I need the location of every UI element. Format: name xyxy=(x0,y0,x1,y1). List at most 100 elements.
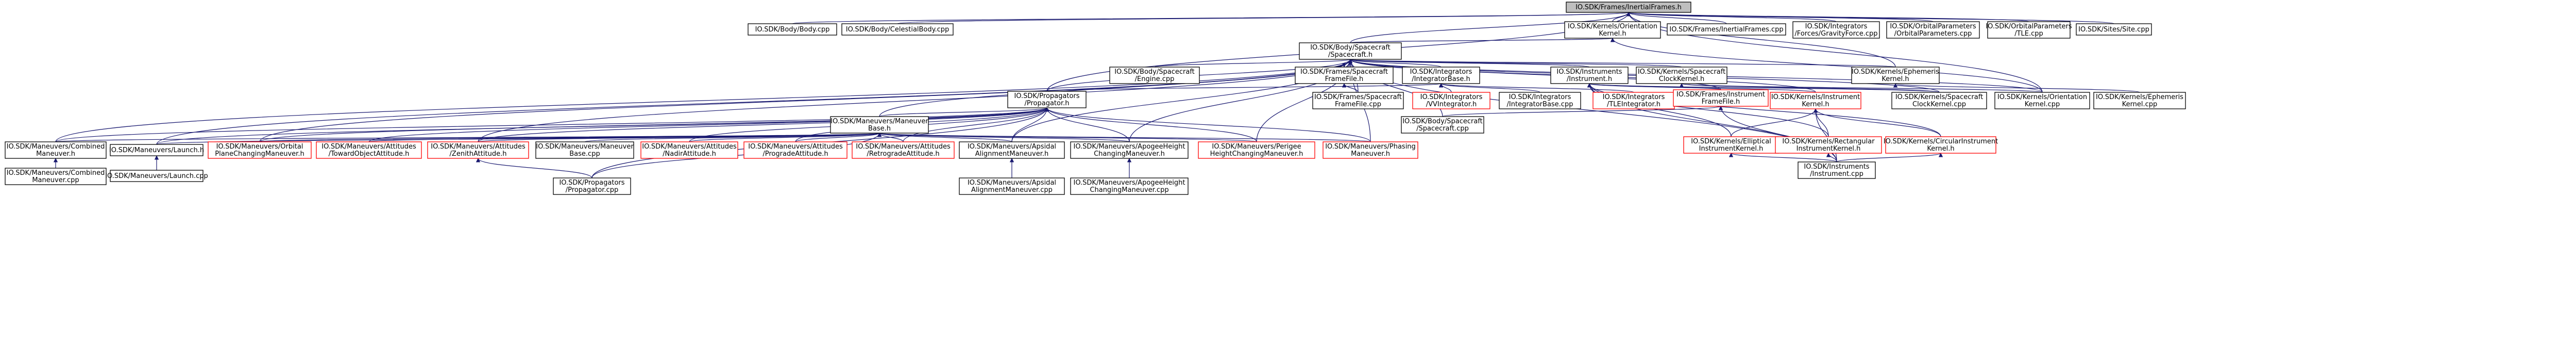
node-label-line: ClockKernel.cpp xyxy=(1912,101,1966,108)
graph-node-sitecpp[interactable]: IO.SDK/Sites/Site.cpp xyxy=(2076,23,2152,36)
graph-node-vvint[interactable]: IO.SDK/Integrators/VVIntegrator.h xyxy=(1412,92,1490,109)
node-label-line: FrameFile.h xyxy=(1702,98,1740,106)
edge-instframe-sccpp xyxy=(1442,106,1723,117)
graph-node-toward[interactable]: IO.SDK/Maneuvers/Attitudes/TowardObjectA… xyxy=(316,141,422,159)
node-label-line: IO.SDK/Maneuvers/Combined xyxy=(7,169,105,177)
edge-scframe-scframecpp xyxy=(1342,83,1359,93)
edge-sck-orientcpp xyxy=(1680,83,2043,93)
node-label-line: IO.SDK/Propagators xyxy=(559,179,624,187)
node-box xyxy=(553,177,631,195)
node-box xyxy=(427,141,529,159)
graph-node-intbasecpp[interactable]: IO.SDK/Integrators/IntegratorBase.cpp xyxy=(1499,92,1581,109)
node-label-line: InstrumentKernel.h xyxy=(1797,145,1861,153)
edge-root-ephk xyxy=(1626,12,1896,68)
graph-node-apsidalcpp[interactable]: IO.SDK/Maneuvers/ApsidalAlignmentManeuve… xyxy=(959,177,1065,195)
graph-node-instcpp[interactable]: IO.SDK/Instruments/Instrument.cpp xyxy=(1798,161,1876,179)
graph-node-orbpcpp[interactable]: IO.SDK/OrbitalParameters/OrbitalParamete… xyxy=(1886,21,1980,39)
node-label-line: IO.SDK/Maneuvers/Orbital xyxy=(216,143,303,151)
graph-node-zenith[interactable]: IO.SDK/Maneuvers/Attitudes/ZenithAttitud… xyxy=(427,141,529,159)
node-box xyxy=(959,141,1065,159)
node-box xyxy=(1798,161,1876,179)
graph-node-retro[interactable]: IO.SDK/Maneuvers/Attitudes/RetrogradeAtt… xyxy=(852,141,955,159)
node-box xyxy=(1667,23,1786,36)
node-label-line: IO.SDK/Kernels/Spacecraft xyxy=(1895,93,1983,101)
graph-node-rectk[interactable]: IO.SDK/Kernels/RectangularInstrumentKern… xyxy=(1775,136,1882,154)
node-label-line: Kernel.h xyxy=(1882,75,1909,83)
edge-proph-apogee xyxy=(1044,107,1130,142)
edge-sch-orbplane xyxy=(259,59,1352,142)
node-label-line: IO.SDK/Maneuvers/Attitudes xyxy=(642,143,737,151)
edge-mbase-apsidal xyxy=(877,133,1012,142)
node-label-line: /Forces/GravityForce.cpp xyxy=(1794,30,1877,38)
graph-node-root[interactable]: IO.SDK/Frames/InertialFrames.h xyxy=(1566,2,1691,13)
graph-node-gravcpp[interactable]: IO.SDK/Integrators/Forces/GravityForce.c… xyxy=(1792,21,1880,39)
graph-node-prograde[interactable]: IO.SDK/Maneuvers/Attitudes/ProgradeAttit… xyxy=(743,141,848,159)
node-label-line: IO.SDK/Maneuvers/Launch.cpp xyxy=(105,172,208,180)
node-box xyxy=(1401,116,1484,134)
node-box xyxy=(830,116,929,134)
graph-node-tlei[interactable]: IO.SDK/Integrators/TLEIntegrator.h xyxy=(1592,92,1675,109)
graph-node-launch[interactable]: IO.SDK/Maneuvers/Launch.h xyxy=(109,144,204,156)
graph-node-celcpp[interactable]: IO.SDK/Body/CelestialBody.cpp xyxy=(841,23,954,36)
node-label-line: /NadirAttitude.h xyxy=(663,150,716,158)
node-label-line: Kernel.cpp xyxy=(2025,101,2060,108)
edge-proph-orbplane xyxy=(259,107,1049,142)
node-label-line: IO.SDK/Maneuvers/Attitudes xyxy=(431,143,526,151)
node-label-line: Kernel.h xyxy=(1599,30,1626,38)
graph-node-insth[interactable]: IO.SDK/Instruments/Instrument.h xyxy=(1550,67,1629,84)
node-label-line: /VVIntegrator.h xyxy=(1426,101,1477,108)
edge-proph-toward xyxy=(368,107,1049,142)
node-label-line: IO.SDK/Kernels/Orientation xyxy=(1997,93,2087,101)
graph-node-perigee[interactable]: IO.SDK/Maneuvers/PerigeeHeightChangingMa… xyxy=(1198,141,1315,159)
edge-sch-ephk xyxy=(1348,59,1896,68)
graph-node-sch[interactable]: IO.SDK/Body/Spacecraft/Spacecraft.h xyxy=(1299,42,1402,60)
node-box xyxy=(1994,92,2090,109)
node-label-line: /Engine.cpp xyxy=(1135,75,1175,83)
graph-node-sccpp[interactable]: IO.SDK/Body/Spacecraft/Spacecraft.cpp xyxy=(1401,116,1484,134)
node-label-line: IO.SDK/Maneuvers/Attitudes xyxy=(321,143,416,151)
edge-instk-circk xyxy=(1813,108,1941,137)
graph-node-intbase[interactable]: IO.SDK/Integrators/IntegratorBase.h xyxy=(1402,67,1480,84)
graph-node-ellk[interactable]: IO.SDK/Kernels/EllipticalInstrumentKerne… xyxy=(1683,136,1779,154)
graph-node-launchcpp[interactable]: IO.SDK/Maneuvers/Launch.cpp xyxy=(105,170,208,182)
graph-node-propcpp[interactable]: IO.SDK/Propagators/Propagator.cpp xyxy=(553,177,631,195)
node-label-line: IO.SDK/Maneuvers/Phasing xyxy=(1325,143,1416,151)
node-box xyxy=(1312,92,1404,109)
graph-node-inertcpp[interactable]: IO.SDK/Frames/InertialFrames.cpp xyxy=(1667,23,1786,36)
graph-node-instk[interactable]: IO.SDK/Kernels/InstrumentKernel.h xyxy=(1770,92,1861,109)
graph-node-apogee[interactable]: IO.SDK/Maneuvers/ApogeeHeightChangingMan… xyxy=(1070,141,1189,159)
graph-node-circk[interactable]: IO.SDK/Kernels/CircularInstrumentKernel.… xyxy=(1884,136,1998,154)
graph-node-tlecpp[interactable]: IO.SDK/OrbitalParameters/TLE.cpp xyxy=(1986,21,2072,39)
graph-node-orbplane[interactable]: IO.SDK/Maneuvers/OrbitalPlaneChangingMan… xyxy=(208,141,312,159)
node-label-line: FrameFile.cpp xyxy=(1335,101,1381,108)
edge-mbase-perigee xyxy=(877,133,1257,142)
graph-node-nadir[interactable]: IO.SDK/Maneuvers/Attitudes/NadirAttitude… xyxy=(640,141,738,159)
node-label-line: /TLEIntegrator.h xyxy=(1607,101,1660,108)
edge-rectk-instcpp xyxy=(1826,153,1837,162)
node-box xyxy=(1070,177,1189,195)
graph-node-apsidal[interactable]: IO.SDK/Maneuvers/ApsidalAlignmentManeuve… xyxy=(959,141,1065,159)
node-label-line: /Propagator.cpp xyxy=(566,186,618,194)
graph-node-proph[interactable]: IO.SDK/Propagators/Propagator.h xyxy=(1007,91,1087,108)
node-box xyxy=(2076,23,2152,36)
graph-node-apogeecpp[interactable]: IO.SDK/Maneuvers/ApogeeHeightChangingMan… xyxy=(1070,177,1189,195)
edge-mbase-apogee xyxy=(877,133,1130,142)
node-label-line: IO.SDK/Frames/InertialFrames.cpp xyxy=(1669,26,1783,34)
node-box xyxy=(5,168,107,185)
graph-node-bodycpp[interactable]: IO.SDK/Body/Body.cpp xyxy=(748,23,837,36)
graph-node-engcpp[interactable]: IO.SDK/Body/Spacecraft/Engine.cpp xyxy=(1109,67,1200,84)
